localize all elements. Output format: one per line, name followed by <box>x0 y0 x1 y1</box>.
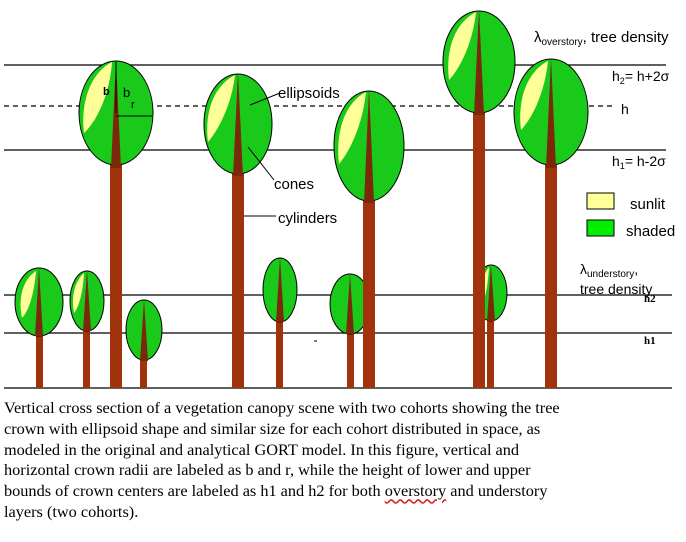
understory-h1-label: h1 <box>644 335 656 347</box>
overstory-tree <box>203 72 273 388</box>
canopy-diagram: b b r ellipsoids cones cylinders λoverst… <box>4 9 675 389</box>
caption-line: Vertical cross section of a vegetation c… <box>4 398 560 417</box>
understory-density-label: λunderstory, <box>580 261 638 280</box>
caption-line: horizontal crown radii are labeled as b … <box>4 460 531 480</box>
b-label: b <box>123 85 130 100</box>
legend-sunlit-swatch <box>586 192 615 210</box>
cylinders-label: cylinders <box>278 210 337 227</box>
understory-tree <box>125 299 163 388</box>
h2-label: h2= h+2σ <box>612 68 670 86</box>
caption-text: and understory <box>446 481 548 501</box>
r-label: r <box>131 99 135 111</box>
caption-line: crown with ellipsoid shape and similar s… <box>4 418 541 438</box>
understory-density-label-line2: tree density <box>580 281 652 297</box>
callout-lines <box>244 92 281 217</box>
overstory-density-label: λoverstory, tree density <box>534 29 669 48</box>
figure-caption: Vertical cross section of a vegetation c… <box>4 398 684 523</box>
h1-label: h1= h-2σ <box>612 153 666 171</box>
caption-text: bounds of crown centers are labeled as h… <box>4 481 385 501</box>
understory-h2-label: h2 <box>644 293 656 305</box>
ellipsoids-label: ellipsoids <box>278 85 340 102</box>
understory-tree <box>262 257 298 388</box>
h-label: h <box>621 101 629 117</box>
overstory-tree <box>333 89 405 388</box>
legend-sunlit-label: sunlit <box>630 196 666 213</box>
legend: sunlit shaded <box>586 192 675 240</box>
understory-tree <box>329 273 371 388</box>
understory-tree <box>14 267 64 388</box>
overstory-tree <box>513 58 589 388</box>
overstory-tree <box>78 59 154 388</box>
b-small-label: b <box>103 86 110 98</box>
legend-shaded-label: shaded <box>626 223 675 240</box>
caption-line: bounds of crown centers are labeled as h… <box>4 481 684 502</box>
overstory-tree <box>442 9 516 388</box>
legend-shaded-swatch <box>586 219 615 237</box>
caption-line: layers (two cohorts). <box>4 501 139 521</box>
understory-tree <box>69 270 105 388</box>
spellcheck-word: overstory <box>384 481 447 501</box>
cones-label: cones <box>274 176 314 193</box>
caption-line: modeled in the original and analytical G… <box>4 439 520 459</box>
